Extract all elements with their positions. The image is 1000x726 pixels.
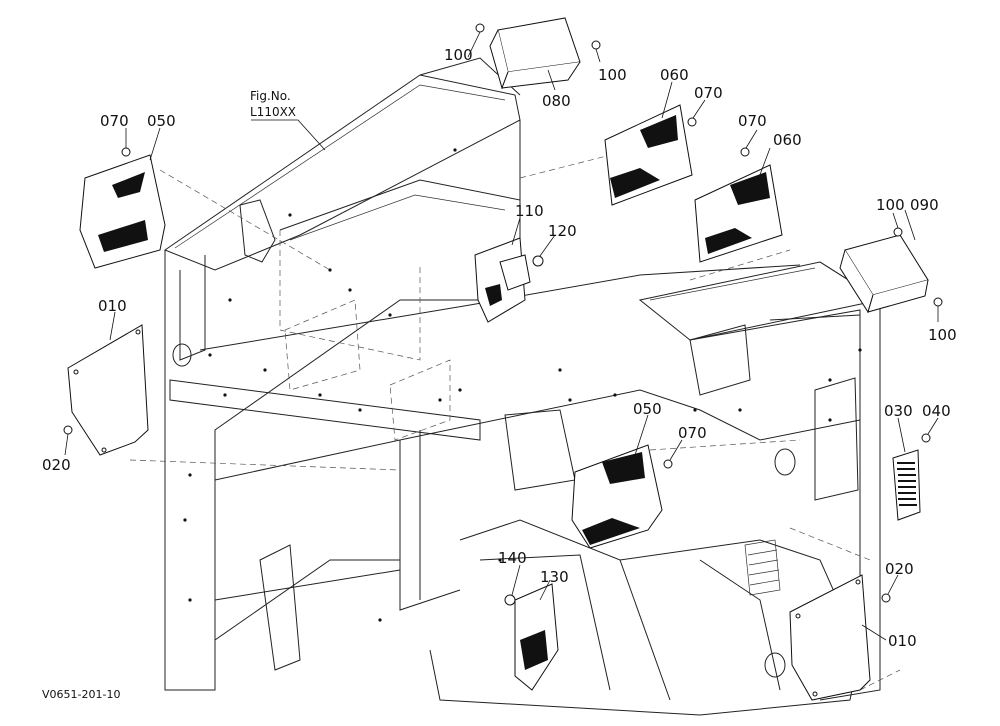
- part-110-bracket: [474, 237, 531, 323]
- bolt-140: [504, 594, 516, 606]
- callout-110: 110: [515, 202, 544, 220]
- bolt-020a: [63, 425, 73, 435]
- callout-070: 070: [678, 424, 707, 442]
- bolt-100b: [591, 40, 601, 50]
- part-010-cover-right: [789, 574, 871, 701]
- callout-100: 100: [876, 196, 905, 214]
- frame-grille: [744, 539, 781, 596]
- callout-090: 090: [910, 196, 939, 214]
- frame-holes: [183, 148, 862, 622]
- bolt-070d: [663, 459, 673, 469]
- part-090-cover: [839, 234, 929, 314]
- bolt-070b: [740, 147, 750, 157]
- callout-060: 060: [660, 66, 689, 84]
- callout-040: 040: [922, 402, 951, 420]
- figure-ref-line2: L110XX: [250, 105, 296, 119]
- leader-lines: [64, 31, 939, 641]
- callout-050: 050: [147, 112, 176, 130]
- callout-070: 070: [694, 84, 723, 102]
- callout-020: 020: [885, 560, 914, 578]
- part-060-plate-upper: [604, 104, 693, 206]
- part-010-cover-left: [67, 324, 149, 456]
- bolt-100c: [893, 227, 903, 237]
- callout-010: 010: [98, 297, 127, 315]
- callout-100: 100: [444, 46, 473, 64]
- callout-080: 080: [542, 92, 571, 110]
- part-050-plate-left: [79, 154, 166, 269]
- callout-120: 120: [548, 222, 577, 240]
- figure-reference: Fig.No. L110XX: [250, 89, 296, 119]
- callout-070: 070: [100, 112, 129, 130]
- bolt-070a: [687, 117, 697, 127]
- bolt-120: [532, 255, 544, 267]
- callout-050: 050: [633, 400, 662, 418]
- part-130-bracket: [514, 583, 559, 691]
- callout-100: 100: [598, 66, 627, 84]
- bolt-040: [921, 433, 931, 443]
- part-050-plate-center: [571, 444, 663, 549]
- callout-130: 130: [540, 568, 569, 586]
- bolt-070c: [121, 147, 131, 157]
- callout-100: 100: [928, 326, 957, 344]
- part-060-plate-lower: [694, 164, 783, 263]
- callout-070: 070: [738, 112, 767, 130]
- part-080-cover: [489, 17, 581, 90]
- callout-140: 140: [498, 549, 527, 567]
- bolt-100a: [475, 23, 485, 33]
- frame-body: [129, 57, 901, 716]
- bolt-100d: [933, 297, 943, 307]
- figure-ref-line1: Fig.No.: [250, 89, 291, 103]
- bolt-020b: [881, 593, 891, 603]
- document-id: V0651-201-10: [42, 688, 120, 701]
- callout-010: 010: [888, 632, 917, 650]
- part-030-grille: [892, 449, 921, 521]
- callout-030: 030: [884, 402, 913, 420]
- callout-labels: 100 100 080 060 070 070 060 070 050 110 …: [42, 46, 957, 650]
- callout-060: 060: [773, 131, 802, 149]
- callout-020: 020: [42, 456, 71, 474]
